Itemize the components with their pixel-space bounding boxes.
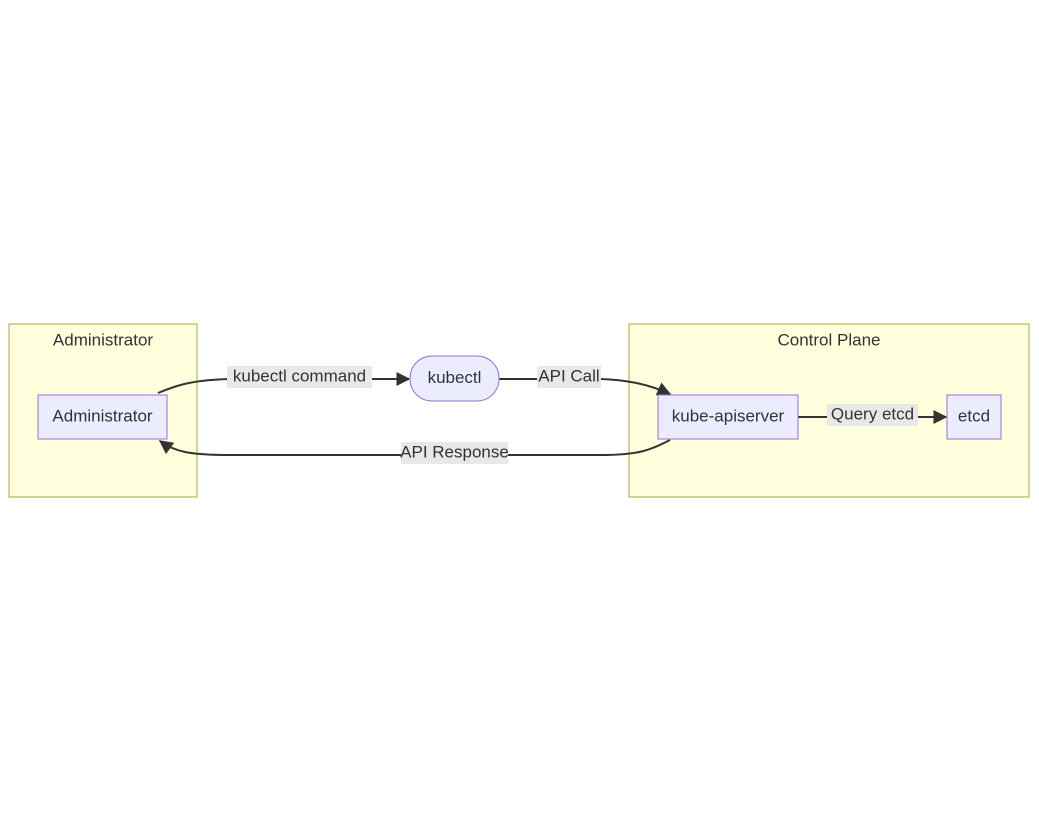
edge-label-api-call: API Call: [537, 366, 601, 388]
edge-label-query-etcd-text: Query etcd: [831, 404, 914, 423]
edge-label-api-response-text: API Response: [400, 442, 509, 461]
node-etcd[interactable]: etcd: [946, 394, 1002, 440]
node-administrator-label: Administrator: [52, 406, 152, 425]
edge-label-kubectl-command: kubectl command: [227, 366, 372, 388]
node-administrator[interactable]: Administrator: [37, 394, 168, 440]
edge-label-query-etcd: Query etcd: [827, 404, 918, 426]
node-etcd-label: etcd: [958, 406, 990, 425]
node-kubectl[interactable]: kubectl: [409, 355, 500, 402]
edge-label-api-call-text: API Call: [538, 366, 599, 385]
edge-label-kubectl-command-text: kubectl command: [233, 366, 366, 385]
subgraph-control-plane-title: Control Plane: [777, 330, 880, 349]
subgraph-administrator-title: Administrator: [53, 330, 153, 349]
node-kube-apiserver-label: kube-apiserver: [672, 406, 785, 425]
node-kubectl-label: kubectl: [428, 368, 482, 387]
edge-label-api-response: API Response: [400, 442, 509, 464]
node-kube-apiserver[interactable]: kube-apiserver: [657, 394, 799, 440]
